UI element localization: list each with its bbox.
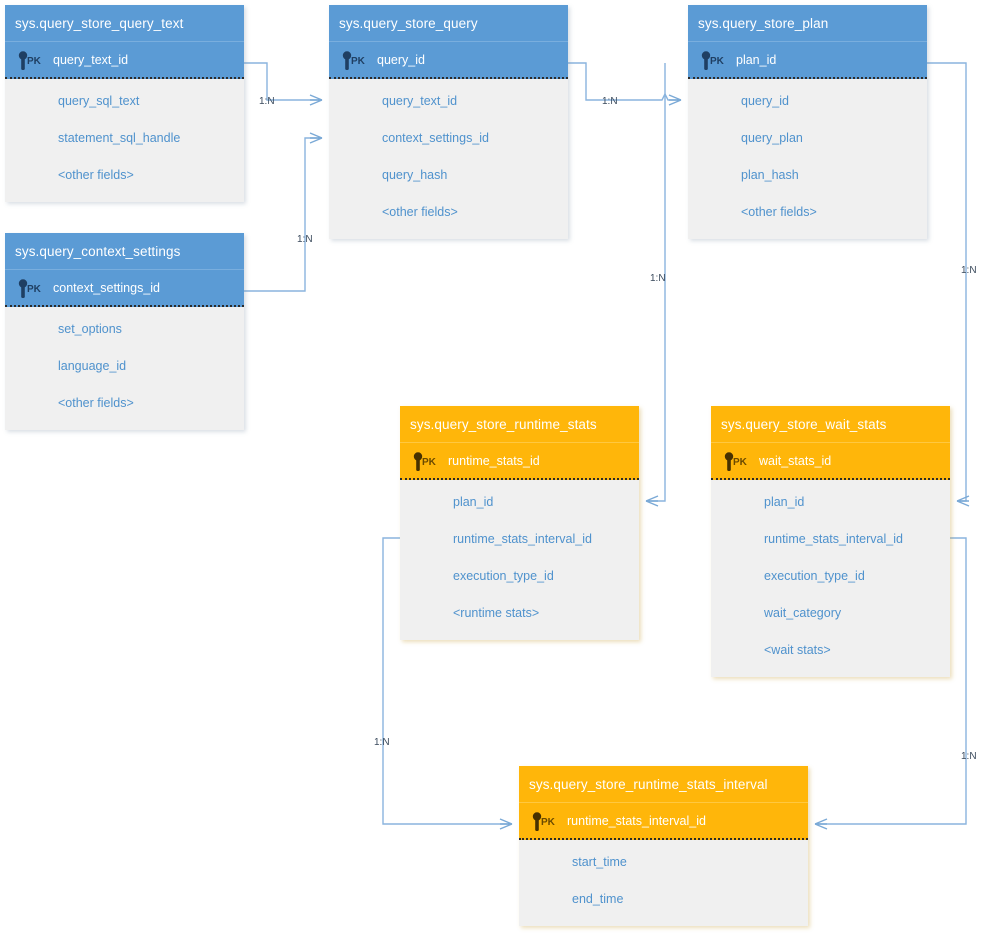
entity-query-store-plan[interactable]: sys.query_store_plan PK plan_id query_id… xyxy=(688,5,927,239)
entity-field[interactable]: end_time xyxy=(572,892,624,906)
entity-field[interactable]: language_id xyxy=(58,359,127,373)
pk-tag: PK xyxy=(733,457,747,468)
pk-tag: PK xyxy=(27,284,41,295)
pk-tag: PK xyxy=(351,56,365,67)
entity-primary-key-row[interactable]: PK runtime_stats_interval_id xyxy=(519,803,808,840)
connector-query-text-to-query xyxy=(244,62,323,106)
entity-field[interactable]: plan_id xyxy=(453,495,494,509)
entity-field[interactable]: <other fields> xyxy=(382,205,458,219)
entity-field-list: set_options language_id <other fields> xyxy=(5,307,244,430)
entity-field[interactable]: statement_sql_handle xyxy=(58,131,181,145)
cardinality-label: 1:N xyxy=(650,273,666,284)
entity-field[interactable]: <other fields> xyxy=(58,396,134,410)
entity-field[interactable]: <runtime stats> xyxy=(453,606,540,620)
connector-query-to-plan xyxy=(568,62,682,106)
entity-title: sys.query_store_query_text xyxy=(5,5,244,42)
primary-key-name: context_settings_id xyxy=(53,281,161,295)
connector-plan-to-runtime-stats xyxy=(645,63,666,507)
pk-tag: PK xyxy=(422,457,436,468)
key-icon xyxy=(18,279,28,298)
entity-field[interactable]: query_id xyxy=(741,94,789,108)
entity-field[interactable]: query_hash xyxy=(382,168,448,182)
entity-field[interactable]: plan_hash xyxy=(741,168,799,182)
entity-primary-key-row[interactable]: PK query_text_id xyxy=(5,42,244,79)
pk-tag: PK xyxy=(27,56,41,67)
entity-field[interactable]: execution_type_id xyxy=(764,569,865,583)
primary-key-name: plan_id xyxy=(736,53,777,67)
entity-title: sys.query_store_query xyxy=(329,5,568,42)
entity-primary-key-row[interactable]: PK query_id xyxy=(329,42,568,79)
entity-field[interactable]: <other fields> xyxy=(58,168,134,182)
cardinality-label: 1:N xyxy=(374,737,390,748)
entity-field[interactable]: query_plan xyxy=(741,131,803,145)
entity-field-list: start_time end_time xyxy=(519,840,808,926)
entity-primary-key-row[interactable]: PK plan_id xyxy=(688,42,927,79)
entity-title: sys.query_store_runtime_stats xyxy=(400,406,639,443)
key-icon xyxy=(18,51,28,70)
entity-title: sys.query_context_settings xyxy=(5,233,244,270)
cardinality-label: 1:N xyxy=(259,96,275,107)
cardinality-label: 1:N xyxy=(602,96,618,107)
entity-field[interactable]: <other fields> xyxy=(741,205,817,219)
cardinality-label: 1:N xyxy=(961,751,977,762)
entity-query-store-runtime-stats-interval[interactable]: sys.query_store_runtime_stats_interval P… xyxy=(519,766,808,926)
entity-field-list: query_id query_plan plan_hash <other fie… xyxy=(688,79,927,239)
key-icon xyxy=(701,51,711,70)
entity-field-list: plan_id runtime_stats_interval_id execut… xyxy=(711,480,950,677)
key-icon xyxy=(342,51,352,70)
key-icon xyxy=(532,812,542,831)
primary-key-name: query_text_id xyxy=(53,53,129,67)
entity-primary-key-row[interactable]: PK wait_stats_id xyxy=(711,443,950,480)
primary-key-name: runtime_stats_interval_id xyxy=(567,814,706,828)
entity-field[interactable]: query_text_id xyxy=(382,94,458,108)
entity-title: sys.query_store_runtime_stats_interval xyxy=(519,766,808,803)
cardinality-label: 1:N xyxy=(297,234,313,245)
entity-title: sys.query_store_wait_stats xyxy=(711,406,950,443)
entity-query-store-query[interactable]: sys.query_store_query PK query_id query_… xyxy=(329,5,568,239)
entity-field-list: query_sql_text statement_sql_handle <oth… xyxy=(5,79,244,202)
primary-key-name: wait_stats_id xyxy=(759,454,832,468)
entity-field[interactable]: execution_type_id xyxy=(453,569,554,583)
entity-primary-key-row[interactable]: PK runtime_stats_id xyxy=(400,443,639,480)
pk-tag: PK xyxy=(541,817,555,828)
entity-query-store-wait-stats[interactable]: sys.query_store_wait_stats PK wait_stats… xyxy=(711,406,950,677)
entity-query-store-query-text[interactable]: sys.query_store_query_text PK query_text… xyxy=(5,5,244,202)
entity-field-list: plan_id runtime_stats_interval_id execut… xyxy=(400,480,639,640)
entity-field[interactable]: runtime_stats_interval_id xyxy=(453,532,592,546)
entity-field-list: query_text_id context_settings_id query_… xyxy=(329,79,568,239)
primary-key-name: query_id xyxy=(377,53,425,67)
entity-field[interactable]: query_sql_text xyxy=(58,94,140,108)
key-icon xyxy=(724,452,734,471)
primary-key-name: runtime_stats_id xyxy=(448,454,540,468)
cardinality-label: 1:N xyxy=(961,265,977,276)
pk-tag: PK xyxy=(710,56,724,67)
connector-context-settings-to-query xyxy=(244,132,323,292)
entity-primary-key-row[interactable]: PK context_settings_id xyxy=(5,270,244,307)
entity-field[interactable]: context_settings_id xyxy=(382,131,490,145)
entity-title: sys.query_store_plan xyxy=(688,5,927,42)
entity-query-store-runtime-stats[interactable]: sys.query_store_runtime_stats PK runtime… xyxy=(400,406,639,640)
entity-field[interactable]: start_time xyxy=(572,855,627,869)
entity-field[interactable]: plan_id xyxy=(764,495,805,509)
key-icon xyxy=(413,452,423,471)
entity-field[interactable]: set_options xyxy=(58,322,122,336)
entity-query-context-settings[interactable]: sys.query_context_settings PK context_se… xyxy=(5,233,244,430)
entity-field[interactable]: <wait stats> xyxy=(764,643,831,657)
entity-field[interactable]: runtime_stats_interval_id xyxy=(764,532,903,546)
entity-field[interactable]: wait_category xyxy=(764,606,842,620)
